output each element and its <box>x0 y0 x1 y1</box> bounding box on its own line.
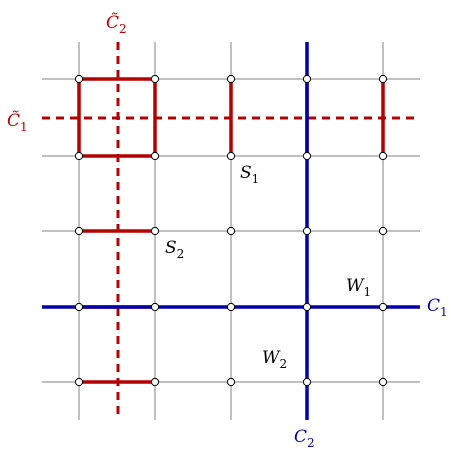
s2-label: S2 <box>165 238 184 261</box>
node <box>226 302 236 312</box>
node <box>226 74 236 84</box>
node <box>150 226 160 236</box>
node <box>226 377 236 387</box>
node <box>150 302 160 312</box>
c1-tilde-label: C̃1 <box>7 111 28 134</box>
node <box>74 377 84 387</box>
node <box>150 151 160 161</box>
w2-label: W2 <box>262 348 287 371</box>
node <box>302 302 312 312</box>
node <box>74 302 84 312</box>
node <box>302 377 312 387</box>
c1-label: C1 <box>427 296 448 319</box>
node <box>74 151 84 161</box>
node <box>302 151 312 161</box>
node <box>226 151 236 161</box>
node <box>378 302 388 312</box>
node <box>150 377 160 387</box>
node <box>226 226 236 236</box>
w1-label: W1 <box>346 276 371 299</box>
node <box>74 226 84 236</box>
node <box>378 226 388 236</box>
lattice-nodes <box>74 74 388 387</box>
node <box>302 74 312 84</box>
node <box>378 377 388 387</box>
node <box>378 74 388 84</box>
node <box>378 151 388 161</box>
node <box>150 74 160 84</box>
node <box>74 74 84 84</box>
node <box>302 226 312 236</box>
c2-tilde-label: C̃2 <box>106 13 127 36</box>
s1-label: S1 <box>240 163 259 186</box>
c2-label: C2 <box>294 427 315 450</box>
